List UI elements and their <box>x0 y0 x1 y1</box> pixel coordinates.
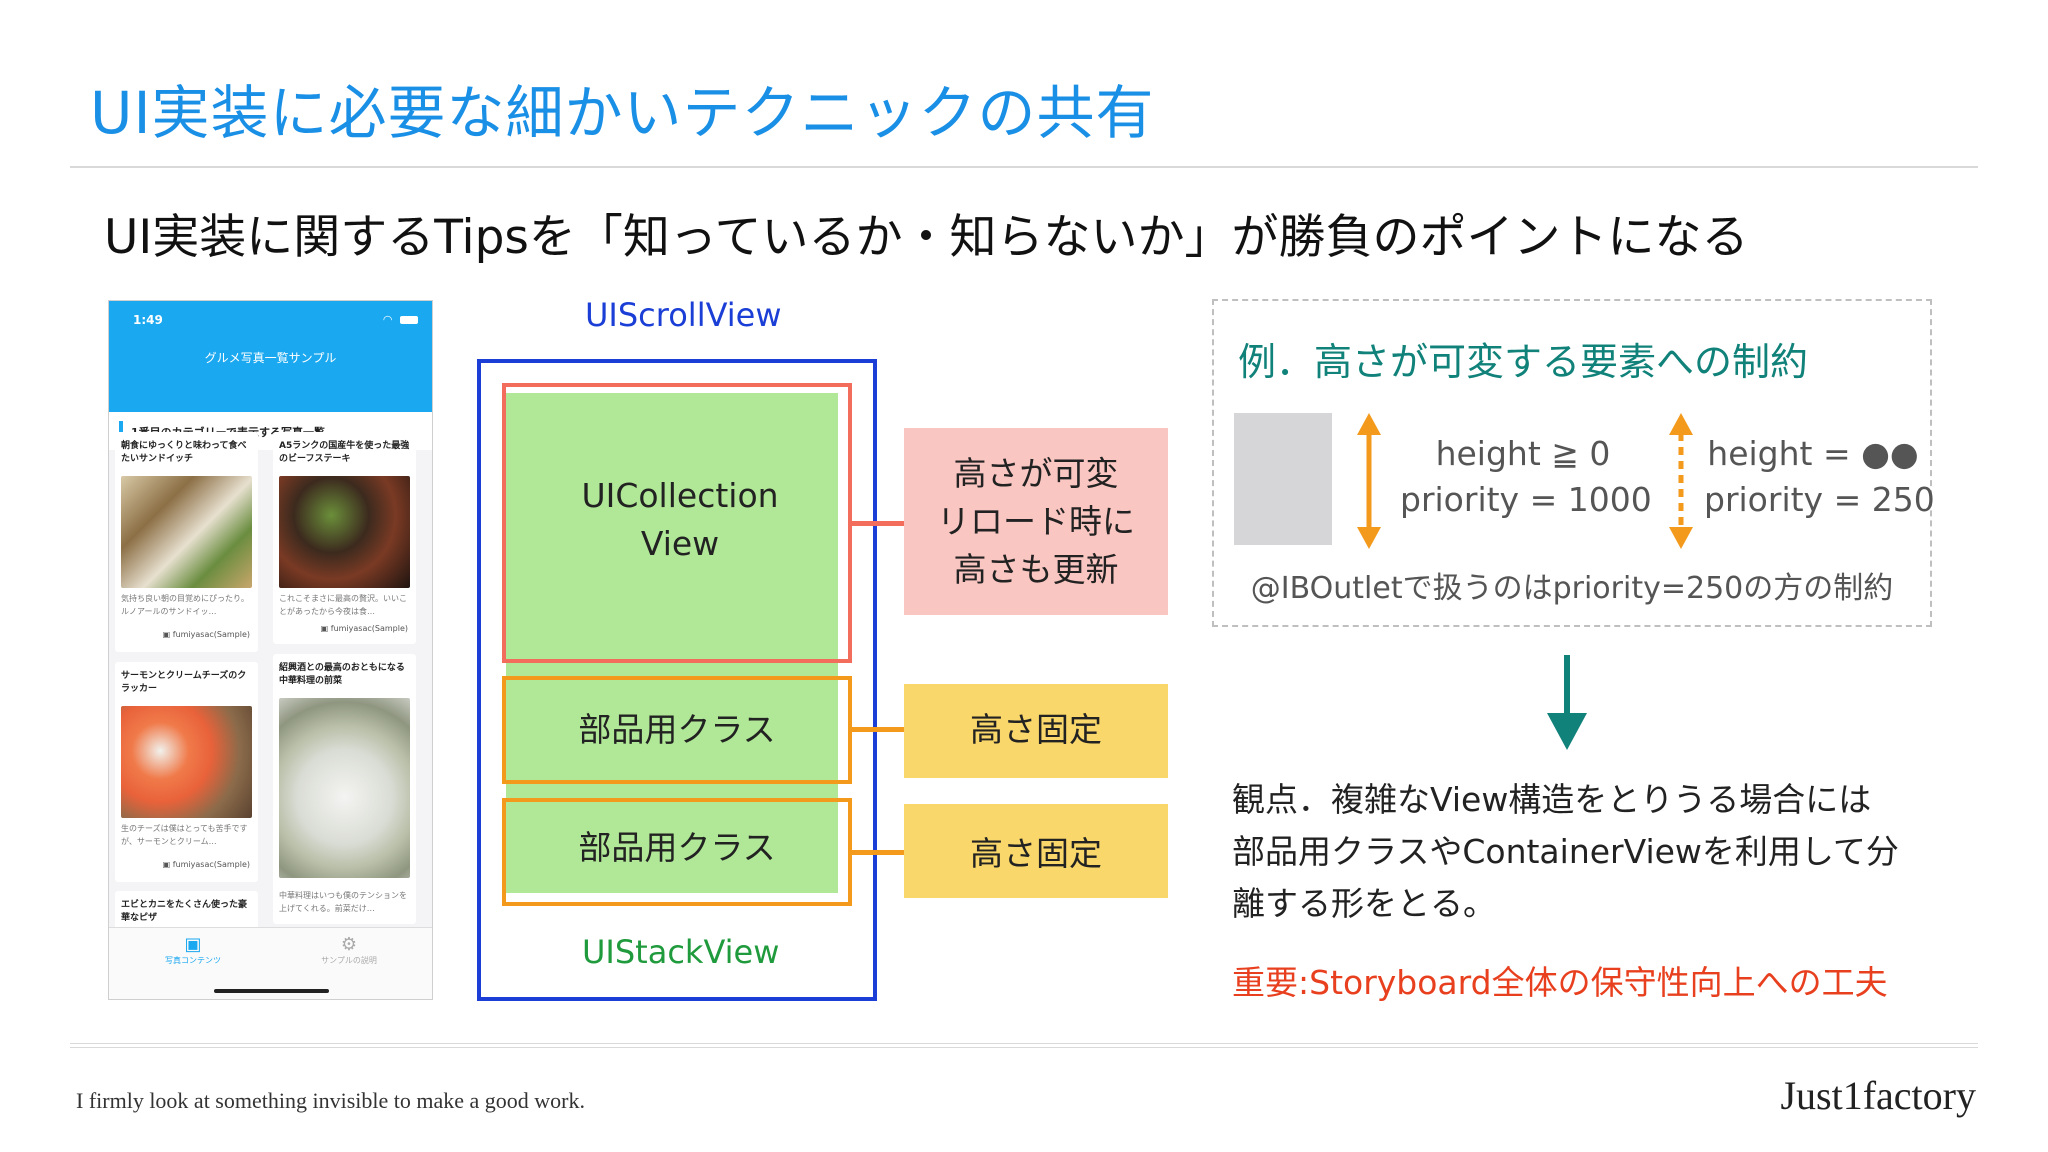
scroll-view-box <box>477 359 877 1001</box>
arrow-line-red <box>852 521 912 526</box>
part-class-label-2: 部品用クラス <box>578 828 776 867</box>
fixed-height-label-2: 高さ固定 <box>970 834 1102 873</box>
view-placeholder <box>1234 413 1332 545</box>
variable-height-box: 高さが可変 リロード時に 高さも更新 <box>904 428 1168 615</box>
example-panel: 例．高さが可変する要素への制約 height ≧ 0 priority = 10… <box>1212 299 1935 627</box>
card-description: 中華料理はいつも僕のテンションを上げてくれる。前菜だけ… <box>279 891 407 913</box>
phone-header-title: グルメ写真一覧サンプル <box>204 351 337 365</box>
fixed-height-box-1: 高さ固定 <box>904 684 1168 778</box>
footer-divider-top <box>70 1043 1978 1044</box>
photo-icon: ▣ <box>162 630 173 639</box>
photo-card[interactable]: エビとカニをたくさん使った豪華なピザ <box>115 891 258 931</box>
card-user: ▣ fumiyasac(Sample) <box>320 624 408 633</box>
card-description: 気持ち良い朝の目覚めにぴったり。ルノアールのサンドイッ… <box>121 594 249 616</box>
header-divider <box>70 166 1978 168</box>
brand-logo: Just1factory <box>1780 1073 1976 1118</box>
variable-height-label: 高さが可変 リロード時に 高さも更新 <box>937 454 1135 589</box>
footer-motto: I firmly look at something invisible to … <box>76 1088 585 1113</box>
collection-view-label: UICollection View <box>581 476 779 563</box>
card-title: 朝食にゆっくりと味わって食べたいサンドイッチ <box>121 441 247 464</box>
part-class-box-1 <box>502 676 852 784</box>
card-description: これこそまさに最高の贅沢。いいことがあったから今夜は食… <box>279 594 407 616</box>
slide-title: UI実装に必要な細かいテクニックの共有 <box>90 79 1155 147</box>
photo-card[interactable]: 朝食にゆっくりと味わって食べたいサンドイッチ 気持ち良い朝の目覚めにぴったり。ル… <box>115 432 258 652</box>
point-line-3: 離する形をとる。 <box>1232 884 1496 923</box>
stack-view-label: UIStackView <box>582 933 780 971</box>
tab-sample-description[interactable]: ⚙ サンプルの説明 <box>309 934 389 966</box>
part-class-box-2 <box>502 798 852 906</box>
card-title: 紹興酒との最高のおともになる中華料理の前菜 <box>279 663 405 686</box>
photo-card[interactable]: A5ランクの国産牛を使った最強のビーフステーキ これこそまさに最高の贅沢。いいこ… <box>273 432 416 644</box>
card-user: ▣ fumiyasac(Sample) <box>162 860 250 869</box>
arrow-line-orange-1 <box>852 727 912 732</box>
photo-icon: ▣ <box>320 624 331 633</box>
gear-icon: ⚙ <box>340 934 358 955</box>
dumpling-photo <box>279 698 410 878</box>
constraint-required: height ≧ 0 priority = 1000 <box>1400 434 1652 519</box>
arrow-line-orange-2 <box>852 850 912 855</box>
fixed-height-label-1: 高さ固定 <box>970 710 1102 749</box>
important-note: 重要:Storyboard全体の保守性向上への工夫 <box>1232 963 1888 1002</box>
point-line-2: 部品用クラスやContainerViewを利用して分 <box>1232 832 1899 871</box>
photo-card[interactable]: サーモンとクリームチーズのクラッカー 生のチーズは僕はとっても苦手ですが、サーモ… <box>115 662 258 882</box>
collection-view-box <box>502 383 852 663</box>
slide-subtitle: UI実装に関するTipsを「知っているか・知らないか」が勝負のポイントになる <box>104 210 1749 265</box>
photo-card[interactable]: 紹興酒との最高のおともになる中華料理の前菜 中華料理はいつも僕のテンションを上げ… <box>273 654 416 924</box>
status-time: 1:49 <box>133 313 163 327</box>
phone-tab-bar: ▣ 写真コンテンツ ⚙ サンプルの説明 <box>109 927 432 999</box>
stack-view-fill <box>506 393 838 893</box>
footer-divider-bottom <box>70 1047 1978 1048</box>
photo-icon: ▣ <box>184 934 202 955</box>
steak-photo <box>279 476 410 588</box>
photo-icon: ▣ <box>162 860 173 869</box>
sandwich-photo <box>121 476 252 588</box>
constraint-low-priority: height = ●● priority = 250 <box>1704 434 1935 519</box>
status-icons: ◠ <box>383 313 418 326</box>
phone-nav-bar: 1:49 ◠ グルメ写真一覧サンプル <box>109 301 432 412</box>
card-user: ▣ fumiyasac(Sample) <box>162 630 250 639</box>
tab-photo-contents[interactable]: ▣ 写真コンテンツ <box>153 934 233 966</box>
home-indicator <box>214 989 329 993</box>
card-title: サーモンとクリームチーズのクラッカー <box>121 671 247 694</box>
card-title: エビとカニをたくさん使った豪華なピザ <box>121 900 248 923</box>
battery-icon <box>400 316 418 324</box>
fixed-height-box-2: 高さ固定 <box>904 804 1168 898</box>
dashed-double-arrow-icon <box>1669 413 1693 549</box>
wifi-icon: ◠ <box>382 313 393 326</box>
card-description: 生のチーズは僕はとっても苦手ですが、サーモンとクリーム… <box>121 824 248 846</box>
example-title: 例．高さが可変する要素への制約 <box>1238 340 1809 384</box>
scroll-view-label: UIScrollView <box>585 296 782 334</box>
solid-double-arrow-icon <box>1357 413 1381 549</box>
arrow-down-icon <box>1547 655 1587 750</box>
part-class-label-1: 部品用クラス <box>578 710 776 749</box>
cracker-photo <box>121 706 252 818</box>
phone-screenshot: 1:49 ◠ グルメ写真一覧サンプル 1番目のカテゴリーで表示する写真一覧 朝食… <box>108 300 433 1000</box>
card-title: A5ランクの国産牛を使った最強のビーフステーキ <box>279 441 410 464</box>
iboutlet-note: @IBOutletで扱うのはpriority=250の方の制約 <box>1250 571 1894 606</box>
point-line-1: 観点．複雑なView構造をとりうる場合には <box>1232 780 1872 819</box>
